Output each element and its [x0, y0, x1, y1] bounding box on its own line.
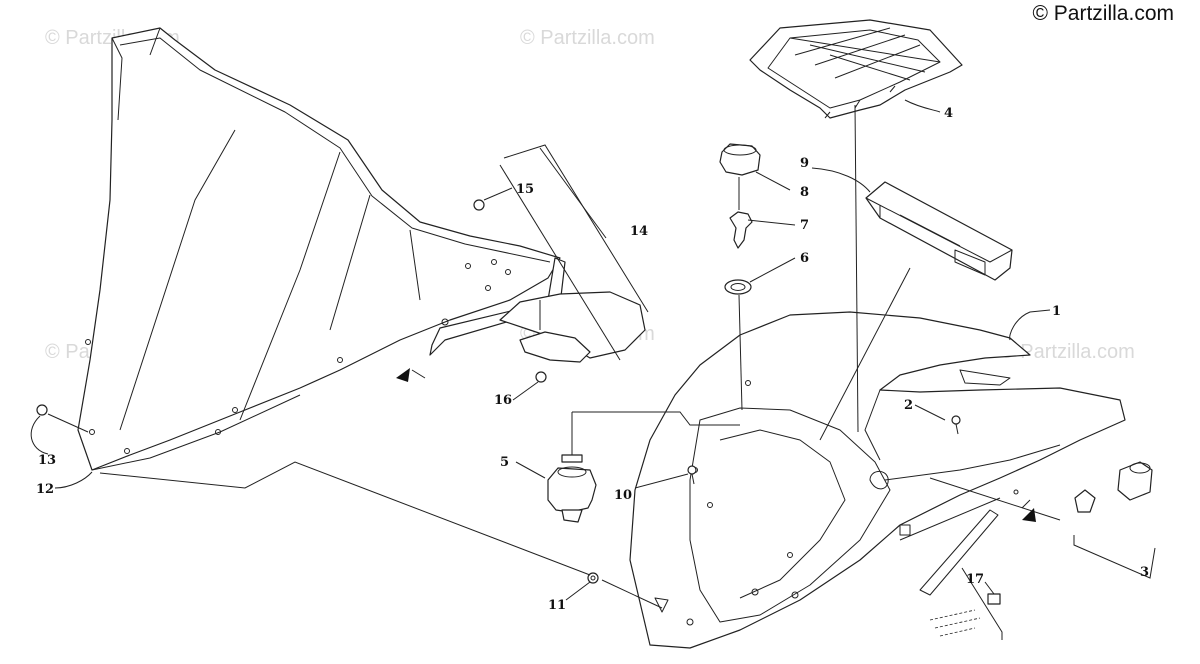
windshield-part[interactable] [77, 27, 561, 471]
switch-cap-part[interactable] [719, 143, 761, 176]
callout-11: 11 [548, 598, 566, 613]
hood-part[interactable] [629, 311, 1126, 649]
decal-strip-part [919, 509, 999, 637]
callout-16: 16 [494, 393, 512, 408]
watermark: © Partzilla.com [1000, 341, 1135, 363]
switch-part[interactable] [547, 454, 597, 523]
leader-lines [47, 104, 1156, 640]
callout-10: 10 [614, 488, 632, 503]
power-outlet-part[interactable] [1074, 461, 1153, 513]
callout-9: 9 [800, 156, 809, 171]
callout-4: 4 [944, 106, 953, 121]
nut-part[interactable] [724, 279, 752, 295]
callout-12: 12 [36, 482, 54, 497]
fastener-13-part[interactable] [36, 404, 48, 416]
callout-17: 17 [966, 572, 984, 587]
fastener-11-part[interactable] [587, 572, 599, 584]
callout-labels: 1 2 3 4 5 6 7 8 9 10 11 12 13 14 15 16 1… [30, 99, 1149, 613]
watermark: © Partzilla.com [520, 27, 655, 49]
callout-2: 2 [904, 398, 913, 413]
fastener-17-part[interactable] [987, 593, 1001, 605]
screw-2-part[interactable] [951, 415, 961, 435]
module-part[interactable] [865, 181, 1013, 281]
copyright-notice: © Partzilla.com [1032, 2, 1174, 25]
callout-13: 13 [38, 453, 56, 468]
fastener-15-part[interactable] [473, 199, 485, 211]
pointer-arrows [396, 368, 1036, 522]
callout-8: 8 [800, 185, 809, 200]
storage-tray-part[interactable] [749, 19, 963, 119]
fastener-16-part[interactable] [535, 371, 547, 383]
callout-3: 3 [1140, 565, 1149, 580]
callout-1: 1 [1052, 304, 1061, 319]
callout-14: 14 [630, 224, 648, 239]
key-part[interactable] [729, 211, 753, 249]
callout-6: 6 [800, 251, 809, 266]
callout-7: 7 [800, 218, 809, 233]
screw-10-part[interactable] [687, 465, 697, 485]
callout-15: 15 [516, 182, 534, 197]
callout-5: 5 [500, 455, 509, 470]
